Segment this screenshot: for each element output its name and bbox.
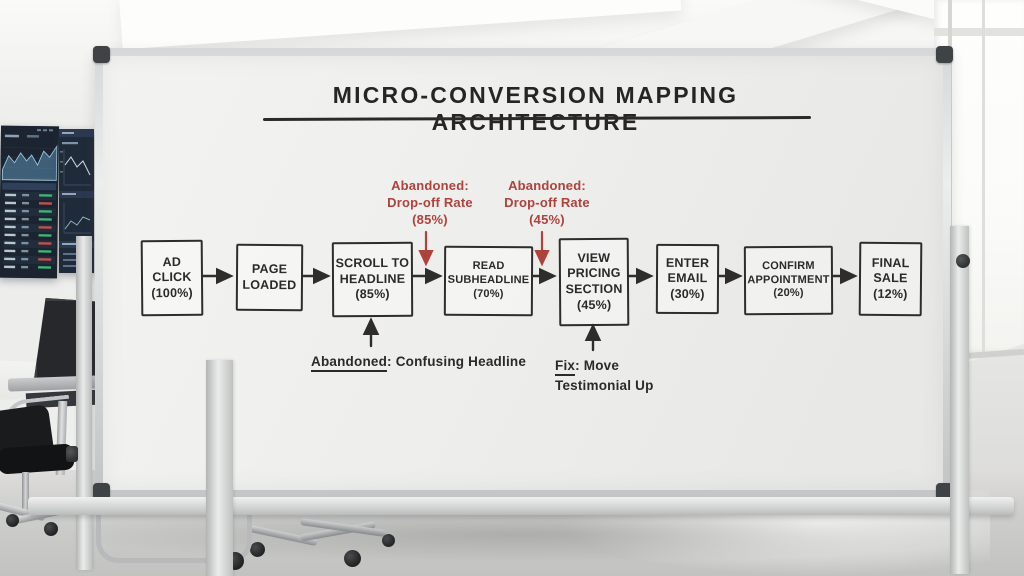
caster-wheel [44, 522, 58, 536]
board-corner-cap [93, 483, 110, 500]
diagram-title: MICRO-CONVERSION MAPPING ARCHITECTURE [332, 82, 739, 135]
stand-leg-left-front [206, 360, 233, 576]
dashboard-monitor-left [0, 125, 60, 279]
whiteboard-surface: MICRO-CONVERSION MAPPING ARCHITECTURE Ab… [103, 56, 943, 490]
chair-pole [22, 472, 29, 510]
window-frame-bar [934, 28, 1024, 36]
whiteboard: MICRO-CONVERSION MAPPING ARCHITECTURE Ab… [93, 46, 953, 500]
abandoned-word: Abandoned [311, 354, 388, 372]
flow-step-page-loaded: PAGE LOADED [235, 243, 304, 312]
stand-leg-right [950, 226, 969, 574]
stand-leg-left-rear [76, 236, 92, 570]
flow-step-enter-email: ENTER EMAIL (30%) [655, 243, 720, 315]
dropoff-note-1: Abandoned: Drop-off Rate (85%) [387, 178, 473, 227]
stock-dashboard-graphic [0, 125, 60, 279]
board-corner-cap [93, 46, 110, 63]
stand-knob [956, 254, 970, 268]
board-corner-cap [936, 46, 953, 63]
caster-wheel [344, 550, 361, 567]
caster-wheel [6, 514, 19, 527]
caster-wheel [382, 534, 395, 547]
flow-step-ad-click: AD CLICK (100%) [140, 239, 204, 317]
board-corner-cap [936, 483, 953, 500]
office-chair-seat [0, 443, 75, 475]
fix-note: Fix: Move Testimonial Up [555, 358, 654, 393]
flow-step-view-pricing-section: VIEW PRICING SECTION (45%) [558, 237, 630, 327]
flow-step-confirm-appointment: CONFIRM APPOINTMENT (20%) [743, 245, 834, 316]
stand-bracket [66, 446, 78, 462]
dropoff-note-2: Abandoned: Drop-off Rate (45%) [504, 178, 590, 227]
flow-step-read-subheadline: READ SUBHEADLINE (70%) [443, 245, 534, 317]
flow-step-final-sale: FINAL SALE (12%) [858, 241, 923, 317]
stand-foot-left [96, 514, 252, 563]
fix-word: Fix [555, 358, 576, 376]
abandoned-reason-note: Abandoned: Confusing Headline [311, 352, 526, 372]
window-mullion [982, 0, 985, 352]
caster-wheel [250, 542, 265, 557]
flow-step-scroll-to-headline: SCROLL TO HEADLINE (85%) [331, 241, 414, 318]
stand-crossbar [28, 497, 1014, 515]
